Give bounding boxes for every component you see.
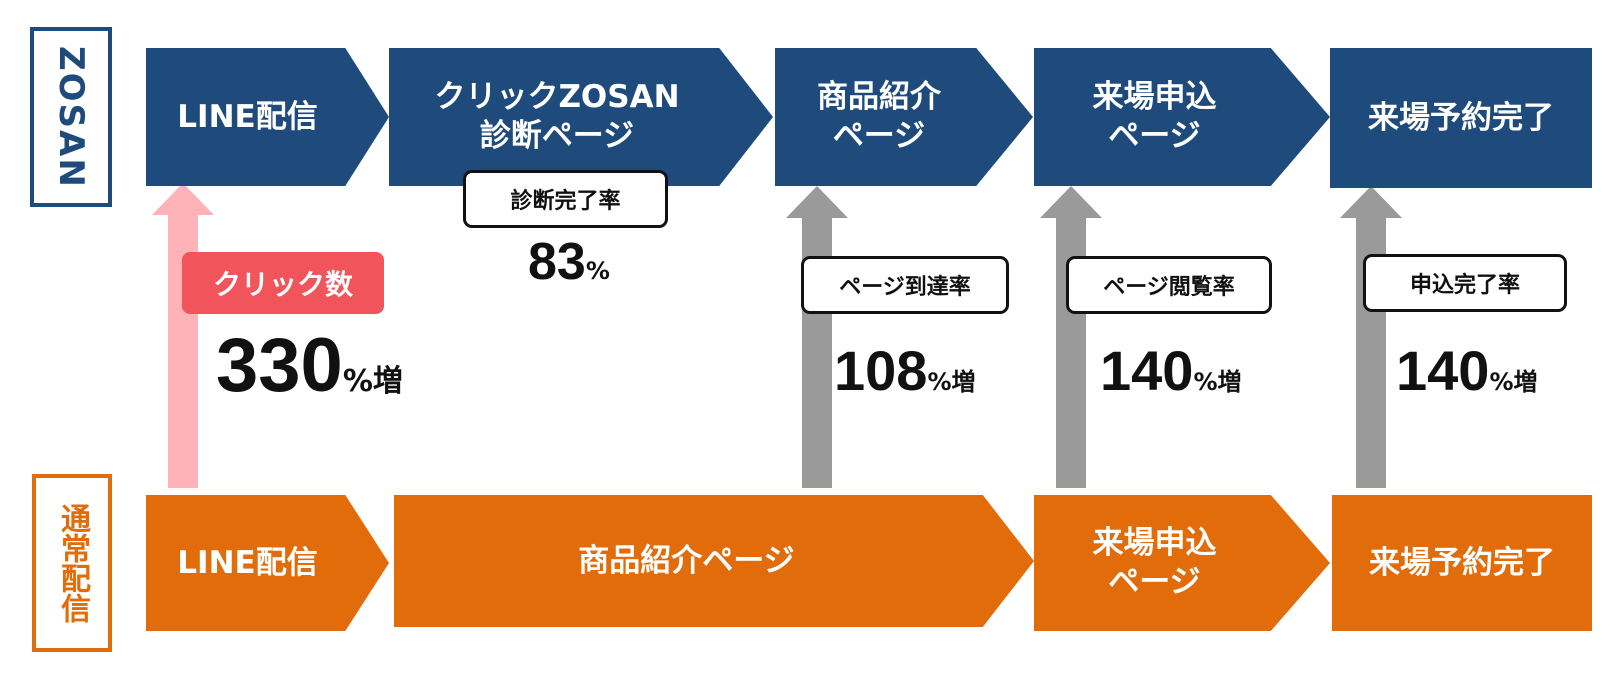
- click-increase-value: 330%増: [216, 322, 403, 409]
- apply-complete-rate-number: 140: [1396, 339, 1490, 402]
- page-reach-rate-value: 108%増: [834, 338, 975, 403]
- page-reach-rate-label: ページ到達率: [801, 256, 1009, 314]
- apply-complete-rate-label: 申込完了率: [1363, 254, 1567, 312]
- zosan-step-apply: 来場申込 ページ: [1034, 48, 1330, 186]
- apply-complete-rate-suffix: %増: [1489, 368, 1538, 396]
- zosan-step-product-label: 商品紹介 ページ: [817, 79, 941, 154]
- page-view-arrow: [1040, 186, 1102, 488]
- diagnosis-rate-value: 83%: [528, 232, 610, 292]
- normal-step-line: LINE配信: [146, 495, 389, 631]
- normal-step-line-label: LINE配信: [177, 544, 318, 581]
- page-reach-arrow: [786, 186, 848, 488]
- diagnosis-rate-number: 83: [528, 233, 586, 291]
- diagnosis-rate-suffix: %: [585, 257, 610, 285]
- normal-step-apply-label: 来場申込 ページ: [1092, 525, 1217, 600]
- zosan-row-label: ZOSAN: [30, 27, 112, 207]
- click-increase-arrow: [152, 183, 214, 488]
- zosan-step-line-label: LINE配信: [177, 98, 318, 135]
- zosan-step-reservation-label: 来場予約完了: [1368, 99, 1554, 136]
- apply-complete-rate-value: 140%増: [1396, 338, 1537, 403]
- click-count-badge: クリック数: [182, 252, 384, 314]
- page-view-rate-value: 140%増: [1100, 338, 1241, 403]
- zosan-step-line: LINE配信: [146, 48, 389, 186]
- page-view-rate-number: 140: [1100, 339, 1194, 402]
- zosan-step-diagnosis-label: クリックZOSAN 診断ページ: [434, 79, 680, 154]
- zosan-step-reservation: 来場予約完了: [1330, 48, 1592, 188]
- normal-step-reservation-label: 来場予約完了: [1369, 544, 1555, 581]
- page-view-rate-suffix: %増: [1193, 368, 1242, 396]
- normal-step-reservation: 来場予約完了: [1332, 495, 1592, 631]
- normal-step-apply: 来場申込 ページ: [1034, 495, 1330, 631]
- page-view-rate-label: ページ閲覧率: [1066, 256, 1272, 314]
- normal-row-label-text: 通常配信: [55, 503, 90, 623]
- page-reach-rate-suffix: %増: [927, 368, 976, 396]
- page-reach-rate-number: 108: [834, 339, 928, 402]
- click-increase-number: 330: [216, 323, 343, 408]
- click-increase-suffix: %増: [342, 364, 403, 399]
- normal-step-product: 商品紹介ページ: [394, 495, 1034, 627]
- diagnosis-rate-label: 診断完了率: [463, 170, 668, 228]
- zosan-step-apply-label: 来場申込 ページ: [1092, 79, 1217, 154]
- normal-row-label: 通常配信: [32, 474, 112, 652]
- zosan-row-label-text: ZOSAN: [51, 45, 91, 189]
- zosan-step-product: 商品紹介 ページ: [775, 48, 1033, 186]
- apply-complete-arrow: [1340, 186, 1402, 488]
- zosan-step-diagnosis: クリックZOSAN 診断ページ: [389, 48, 773, 186]
- normal-step-product-label: 商品紹介ページ: [578, 542, 795, 579]
